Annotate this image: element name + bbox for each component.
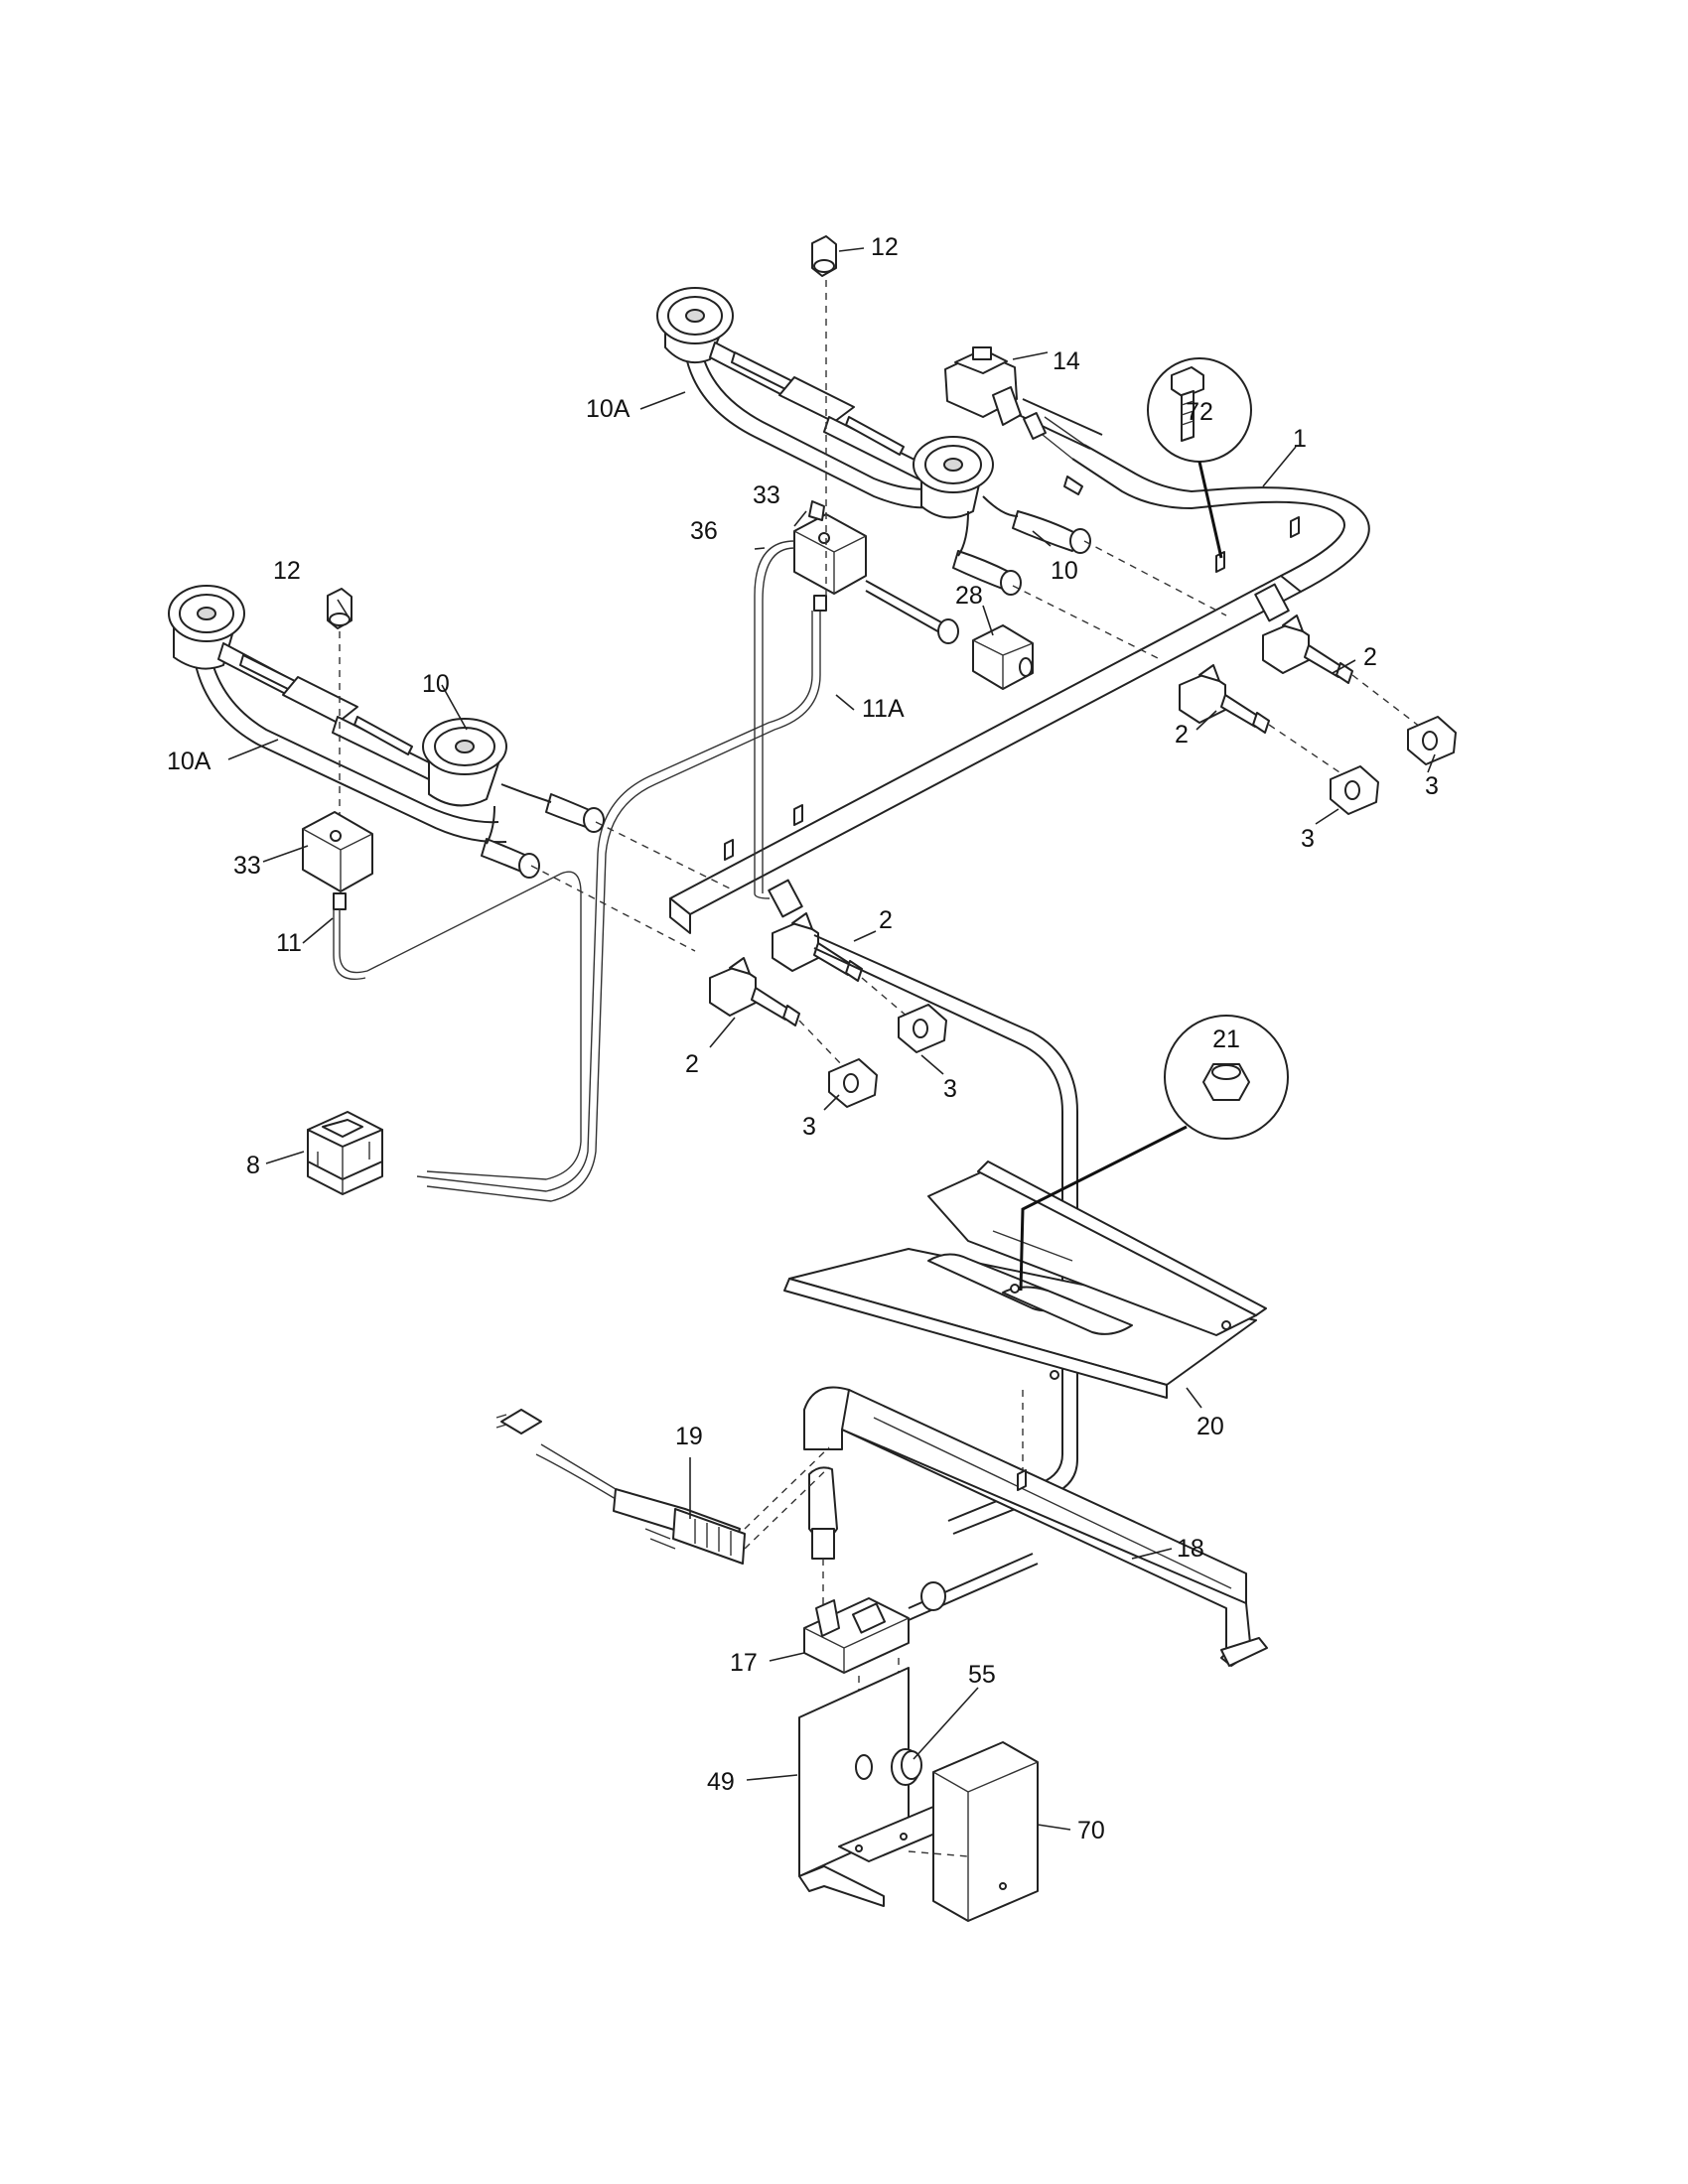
callout-10A-left: 10A xyxy=(167,748,211,775)
igniter-wire-36 xyxy=(754,540,795,899)
orifice-3-lower-b xyxy=(898,1004,947,1053)
igniter-33-lower xyxy=(302,811,373,892)
manifold-pipe xyxy=(669,416,1370,934)
callout-12-top: 12 xyxy=(871,233,899,261)
orifice-3-right-a xyxy=(1407,716,1457,765)
callout-3-lower-b: 3 xyxy=(943,1075,957,1103)
leader-lines xyxy=(227,247,1436,1831)
pressure-regulator-14 xyxy=(944,346,1103,495)
callout-33-lower: 33 xyxy=(233,852,261,880)
oven-safety-valve-17 xyxy=(803,1553,1039,1674)
callout-72: 72 xyxy=(1186,398,1213,426)
callout-11A: 11A xyxy=(862,695,905,723)
callout-3-right-b: 3 xyxy=(1301,825,1315,853)
callout-18: 18 xyxy=(1177,1535,1204,1563)
callout-17: 17 xyxy=(730,1649,758,1677)
callout-28: 28 xyxy=(955,582,983,610)
igniter-wire-11A xyxy=(426,611,821,1202)
callout-10A-upper: 10A xyxy=(586,395,631,423)
igniter-wire-36b xyxy=(762,547,795,893)
callout-2-upper-right: 2 xyxy=(1363,643,1377,671)
oven-burner-tube-18 xyxy=(803,1386,1268,1667)
callout-70: 70 xyxy=(1077,1817,1105,1844)
callout-11: 11 xyxy=(276,929,302,957)
callout-2-lower-center: 2 xyxy=(879,906,893,934)
callout-2-lower-left: 2 xyxy=(685,1050,699,1078)
safety-valve-28 xyxy=(865,580,1034,690)
callout-49: 49 xyxy=(707,1768,735,1796)
valve-2-lower-left xyxy=(709,957,800,1026)
electrode-12-left xyxy=(327,588,352,629)
grommet-55 xyxy=(891,1748,922,1786)
valve-2-upper-right xyxy=(1262,614,1353,684)
callout-55: 55 xyxy=(968,1661,996,1689)
callout-labels: 12 14 72 1 10A 33 36 10 12 10 28 2 11A 2… xyxy=(167,233,1439,1844)
bolt-72-inset xyxy=(1147,357,1252,559)
igniter-33-upper xyxy=(793,500,867,595)
valve-bracket-49 xyxy=(798,1667,964,1907)
callout-36: 36 xyxy=(690,517,718,545)
orifice-3-lower-a xyxy=(828,1058,878,1108)
orifice-3-right-b xyxy=(1330,765,1379,815)
cover-box-70 xyxy=(908,1741,1039,1922)
callout-10-upper: 10 xyxy=(1051,557,1078,585)
spark-module-8 xyxy=(307,1111,383,1195)
nut-21-inset xyxy=(1019,1015,1289,1292)
callout-12-left: 12 xyxy=(273,557,301,585)
callout-1: 1 xyxy=(1293,425,1307,453)
callout-19: 19 xyxy=(675,1423,703,1450)
oven-supply-tube xyxy=(813,934,1078,1535)
callout-14: 14 xyxy=(1053,347,1080,375)
burner-baffle-20 xyxy=(783,1160,1267,1399)
electrode-12-upper xyxy=(811,235,837,277)
igniter-wire-11 xyxy=(339,871,582,1180)
valve-2-lower-center xyxy=(772,912,863,982)
callout-3-right-a: 3 xyxy=(1425,772,1439,800)
callout-20: 20 xyxy=(1196,1413,1224,1440)
upper-burner-assembly xyxy=(656,287,1091,596)
oven-orifice-hood xyxy=(808,1466,838,1613)
callout-8: 8 xyxy=(246,1152,260,1179)
callout-10-left: 10 xyxy=(422,670,450,698)
hot-surface-igniter-19 xyxy=(495,1409,830,1565)
callout-33-upper: 33 xyxy=(753,481,780,509)
left-burner-assembly xyxy=(168,585,605,879)
callout-2-middle-right: 2 xyxy=(1175,721,1189,749)
callout-3-lower-a: 3 xyxy=(802,1113,816,1141)
valve-2-middle-right xyxy=(1179,664,1270,734)
callout-21: 21 xyxy=(1212,1025,1240,1053)
